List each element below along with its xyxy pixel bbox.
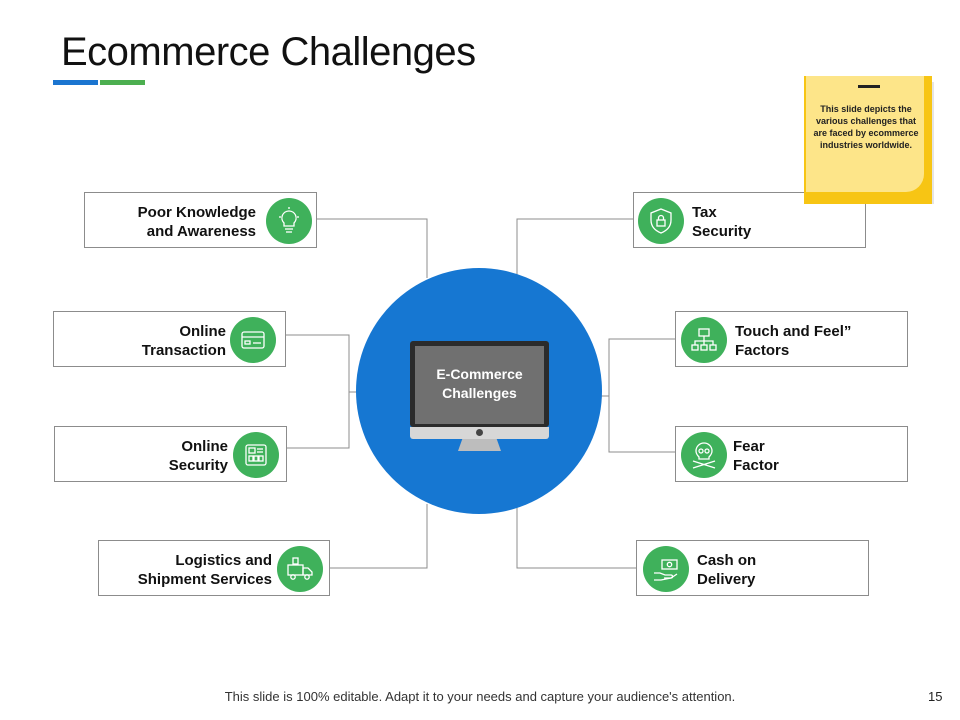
page-number: 15 bbox=[928, 689, 943, 704]
challenge-label: Tax Security bbox=[692, 204, 752, 240]
monitor-screen bbox=[415, 346, 544, 424]
title-underline-blue bbox=[53, 80, 98, 85]
challenge-label: Cash on Delivery bbox=[697, 552, 757, 588]
credit-card-icon bbox=[230, 317, 276, 363]
network-touch-icon bbox=[681, 317, 727, 363]
shield-lock-icon bbox=[638, 198, 684, 244]
sticky-note: This slide depicts the various challenge… bbox=[804, 76, 934, 204]
challenge-box-online-security: Online Security bbox=[54, 426, 287, 482]
monitor-stand bbox=[458, 439, 501, 451]
challenge-box-poor-knowledge: Poor Knowledge and Awareness bbox=[84, 192, 317, 248]
slide-title: Ecommerce Challenges bbox=[61, 30, 476, 74]
challenge-label: Touch and Feel” Factors bbox=[735, 323, 852, 359]
sticky-note-dash bbox=[858, 85, 880, 88]
challenge-box-logistics: Logistics and Shipment Services bbox=[98, 540, 330, 596]
cash-hand-icon bbox=[643, 546, 689, 592]
sticky-note-text: This slide depicts the various challenge… bbox=[813, 104, 919, 150]
connector-logistics bbox=[329, 504, 428, 569]
connector-cash-delivery bbox=[516, 504, 636, 569]
connector-tax-security bbox=[516, 218, 633, 278]
title-underline-green bbox=[100, 80, 145, 85]
center-label: E-Commerce Challenges bbox=[436, 366, 523, 401]
challenge-label: Online Transaction bbox=[141, 323, 226, 359]
challenge-label: Poor Knowledge and Awareness bbox=[137, 204, 256, 240]
challenge-label: Logistics and Shipment Services bbox=[137, 552, 272, 588]
security-panel-icon bbox=[233, 432, 279, 478]
challenge-label: Online Security bbox=[168, 438, 228, 474]
challenge-box-fear-factor: Fear Factor bbox=[675, 426, 908, 482]
challenge-box-touch-feel: Touch and Feel” Factors bbox=[675, 311, 908, 367]
brain-bulb-icon bbox=[266, 198, 312, 244]
apple-logo-icon bbox=[476, 429, 483, 436]
connector-poor-knowledge bbox=[316, 218, 428, 278]
footer-text: This slide is 100% editable. Adapt it to… bbox=[224, 689, 736, 704]
challenge-box-cash-delivery: Cash on Delivery bbox=[636, 540, 869, 596]
skull-crossbones-icon bbox=[681, 432, 727, 478]
challenge-label: Fear Factor bbox=[733, 438, 779, 474]
sticky-note-paper bbox=[806, 76, 924, 192]
connector-touch-feel bbox=[608, 338, 675, 453]
connector-online-transaction bbox=[285, 334, 350, 449]
challenge-box-online-transaction: Online Transaction bbox=[53, 311, 286, 367]
delivery-truck-icon bbox=[277, 546, 323, 592]
